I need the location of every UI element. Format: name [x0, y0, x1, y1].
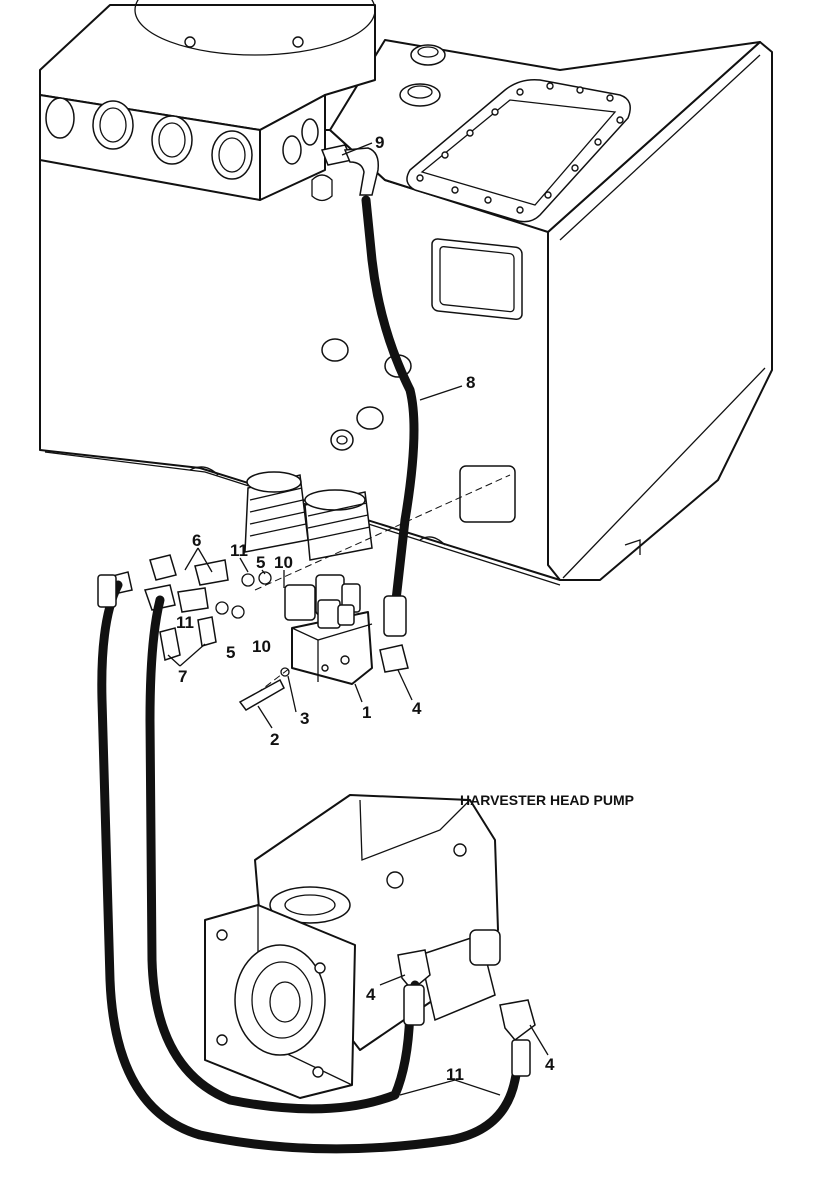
washer-part-3	[280, 667, 290, 677]
tank-right-face	[547, 41, 773, 581]
callout-4-valve: 4	[412, 699, 422, 718]
callout-10-lower: 10	[252, 637, 271, 656]
valve-block	[284, 574, 409, 685]
gearbox-ports	[45, 97, 319, 180]
callout-11-lower: 11	[176, 613, 194, 632]
assembly-centerline	[254, 474, 511, 591]
tank-filler-caps	[399, 44, 446, 107]
bolt-centerline	[247, 667, 291, 701]
tank-cover-plate-inner	[420, 99, 617, 206]
callout-labels: 9 8 6 11 5 10 11 5 10 7 3 1 4 2 4 4 11 H…	[176, 133, 634, 1084]
tank-bottom-lip	[44, 451, 561, 586]
leader-lines	[167, 142, 549, 1096]
diagram-title: HARVESTER HEAD PUMP	[460, 792, 634, 808]
gearbox-bolts	[184, 36, 304, 48]
callout-8: 8	[466, 373, 475, 392]
hose-11-inner	[145, 595, 420, 1114]
valve-cartridges	[284, 574, 361, 629]
tank-right-edge	[559, 54, 766, 579]
strainer-elements	[244, 471, 373, 561]
harvester-head-pump	[204, 794, 536, 1099]
callout-3: 3	[300, 709, 309, 728]
callout-11-hoses: 11	[446, 1065, 464, 1084]
callout-10-upper: 10	[274, 553, 293, 572]
callout-11-upper: 11	[230, 541, 248, 560]
shackle	[311, 174, 333, 202]
gearbox-housing	[39, 0, 376, 202]
elbow-fitting-4-upper	[379, 644, 409, 673]
callout-7: 7	[178, 667, 187, 686]
tank-hook	[189, 466, 641, 555]
callout-5-upper: 5	[256, 553, 265, 572]
callout-4-pump-right: 4	[545, 1055, 555, 1074]
fittings-6-7	[104, 554, 272, 661]
elbow-fitting-4-pump-right	[499, 999, 536, 1042]
gearbox-top-flange	[134, 0, 376, 56]
callout-4-pump-left: 4	[366, 985, 376, 1004]
hose-11-outer	[97, 580, 525, 1154]
elbow-fitting-4-pump-left	[397, 949, 431, 992]
cover-bolts	[416, 82, 624, 214]
callout-1: 1	[362, 703, 371, 722]
tank-inspection-plate	[431, 238, 523, 321]
hydraulic-tank	[39, 39, 773, 586]
tank-small-plate	[459, 465, 516, 523]
bolt-part-2	[238, 678, 285, 711]
tank-cover-plate	[406, 78, 631, 223]
flange-bolts	[216, 929, 326, 1078]
hose-11-pair	[97, 574, 531, 1154]
hose-8	[320, 144, 419, 637]
callout-2: 2	[270, 730, 279, 749]
callout-6: 6	[192, 531, 201, 550]
callout-9: 9	[375, 133, 384, 152]
callout-5-lower: 5	[226, 643, 235, 662]
